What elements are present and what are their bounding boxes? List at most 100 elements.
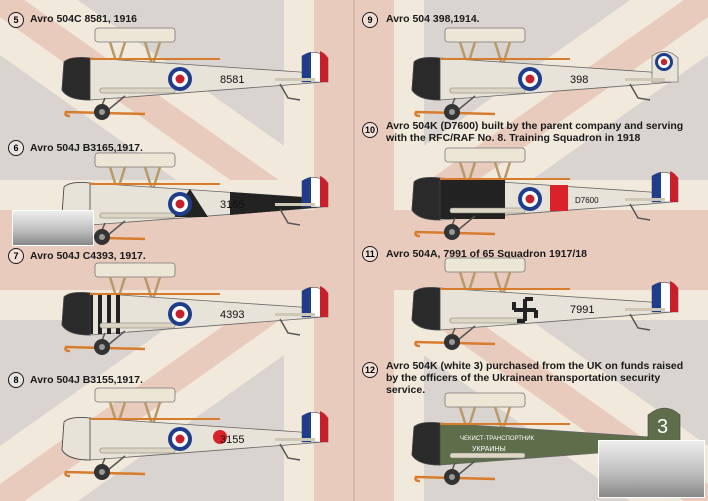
wheel bbox=[94, 229, 110, 245]
aircraft-profile: 3165 bbox=[50, 145, 330, 245]
fuselage-roundel bbox=[518, 187, 542, 211]
rudder-olive: 3 bbox=[647, 407, 681, 448]
serial-number: D7600 bbox=[575, 196, 599, 205]
rudder-roundel bbox=[651, 51, 679, 83]
aircraft-profile: 398 bbox=[400, 20, 680, 120]
fuselage-roundel bbox=[168, 192, 192, 216]
entry-number-badge: 5 bbox=[8, 12, 24, 28]
aircraft-profile: ЧЕКИСТ-ТРАНСПОРТНИК УКРАИНЫ 3 bbox=[400, 385, 681, 485]
orange-trim bbox=[90, 418, 220, 420]
fuselage-roundel bbox=[518, 67, 542, 91]
tail-skid bbox=[629, 83, 651, 101]
engine-cowling bbox=[411, 422, 441, 466]
tail-skid bbox=[629, 203, 651, 221]
historic-photo-504j bbox=[12, 210, 94, 246]
lower-wing bbox=[449, 87, 526, 94]
entry-number-badge: 7 bbox=[8, 248, 24, 264]
page-divider bbox=[353, 0, 355, 501]
tailplane bbox=[275, 313, 315, 316]
upper-wing bbox=[444, 257, 526, 273]
lower-wing bbox=[449, 207, 526, 214]
entry-caption: Avro 504A, 7991 of 65 Squadron 1917/18 bbox=[386, 248, 587, 260]
entry-caption: Avro 504J B3155,1917. bbox=[30, 374, 143, 386]
orange-trim bbox=[440, 288, 570, 290]
rudder-tricolor bbox=[301, 51, 329, 83]
tail-skid bbox=[279, 443, 301, 461]
fuselage-inscription-1: ЧЕКИСТ-ТРАНСПОРТНИК bbox=[460, 436, 535, 442]
orange-trim bbox=[440, 423, 570, 425]
aircraft-profile: 8581 bbox=[50, 20, 330, 120]
entry-caption: Avro 504C 8581, 1916 bbox=[30, 13, 138, 25]
entry-caption: Avro 504K (white 3) purchased from the U… bbox=[386, 360, 684, 396]
serial-number: 3165 bbox=[220, 199, 244, 211]
entry-caption: Avro 504J B3165,1917. bbox=[30, 142, 143, 154]
wheel bbox=[94, 339, 110, 355]
upper-wing bbox=[94, 262, 176, 278]
rudder-tricolor bbox=[651, 171, 679, 203]
rudder-tricolor bbox=[301, 411, 329, 443]
tailplane bbox=[625, 198, 665, 201]
tail-skid bbox=[279, 318, 301, 336]
upper-wing bbox=[94, 27, 176, 43]
entry-caption: Avro 504 398,1914. bbox=[386, 13, 480, 25]
orange-trim bbox=[90, 183, 220, 185]
lower-wing bbox=[99, 87, 176, 94]
red-dot bbox=[213, 430, 227, 444]
tailplane bbox=[275, 203, 315, 206]
upper-wing bbox=[444, 392, 526, 408]
tail-number: 3 bbox=[657, 416, 668, 438]
entry-number-badge: 9 bbox=[362, 12, 378, 28]
lower-wing bbox=[449, 452, 526, 459]
upper-wing bbox=[94, 387, 176, 403]
orange-trim bbox=[440, 58, 570, 60]
serial-number: 3155 bbox=[220, 434, 244, 446]
aircraft-profile: 4393 bbox=[50, 255, 330, 355]
tail-skid bbox=[279, 83, 301, 101]
wheel bbox=[444, 334, 460, 350]
upper-wing bbox=[444, 147, 526, 163]
engine-cowling bbox=[61, 57, 91, 101]
entry-number-badge: 10 bbox=[362, 122, 378, 138]
wheel bbox=[94, 464, 110, 480]
fuselage-inscription-2: УКРАИНЫ bbox=[472, 446, 506, 453]
lower-wing bbox=[449, 317, 526, 324]
aircraft-profile: 3155 bbox=[50, 380, 330, 480]
serial-number: 4393 bbox=[220, 309, 244, 321]
rudder-tricolor bbox=[301, 176, 329, 208]
engine-cowling bbox=[411, 177, 441, 221]
wheel bbox=[94, 104, 110, 120]
serial-number: 8581 bbox=[220, 74, 244, 86]
fuselage-roundel bbox=[168, 427, 192, 451]
lower-wing bbox=[99, 322, 176, 329]
orange-trim bbox=[440, 178, 570, 180]
historic-photo-504k bbox=[598, 440, 705, 498]
fuselage-roundel bbox=[168, 302, 192, 326]
aircraft-profile: 7991 bbox=[400, 250, 680, 350]
wheel bbox=[444, 104, 460, 120]
entry-caption: Avro 504J C4393, 1917. bbox=[30, 250, 146, 262]
swastika-marking bbox=[512, 297, 538, 323]
entry-number-badge: 11 bbox=[362, 246, 378, 262]
tailplane bbox=[275, 438, 315, 441]
engine-cowling bbox=[61, 417, 91, 461]
lower-wing bbox=[99, 447, 176, 454]
rudder-tricolor bbox=[651, 281, 679, 313]
red-band bbox=[550, 185, 568, 211]
upper-wing bbox=[444, 27, 526, 43]
serial-number: 398 bbox=[570, 74, 588, 86]
upper-wing bbox=[94, 152, 176, 168]
engine-cowling bbox=[61, 292, 91, 336]
rudder-tricolor bbox=[301, 286, 329, 318]
fuselage-roundel bbox=[168, 67, 192, 91]
wheel bbox=[444, 469, 460, 485]
entry-number-badge: 8 bbox=[8, 372, 24, 388]
entry-number-badge: 6 bbox=[8, 140, 24, 156]
orange-trim bbox=[90, 58, 220, 60]
entry-caption: Avro 504K (D7600) built by the parent co… bbox=[386, 120, 684, 144]
tailplane bbox=[625, 78, 665, 81]
aircraft-profile: D7600 bbox=[400, 140, 680, 240]
tailplane bbox=[275, 78, 315, 81]
entry-number-badge: 12 bbox=[362, 362, 378, 378]
tail-skid bbox=[629, 313, 651, 331]
tailplane bbox=[625, 308, 665, 311]
